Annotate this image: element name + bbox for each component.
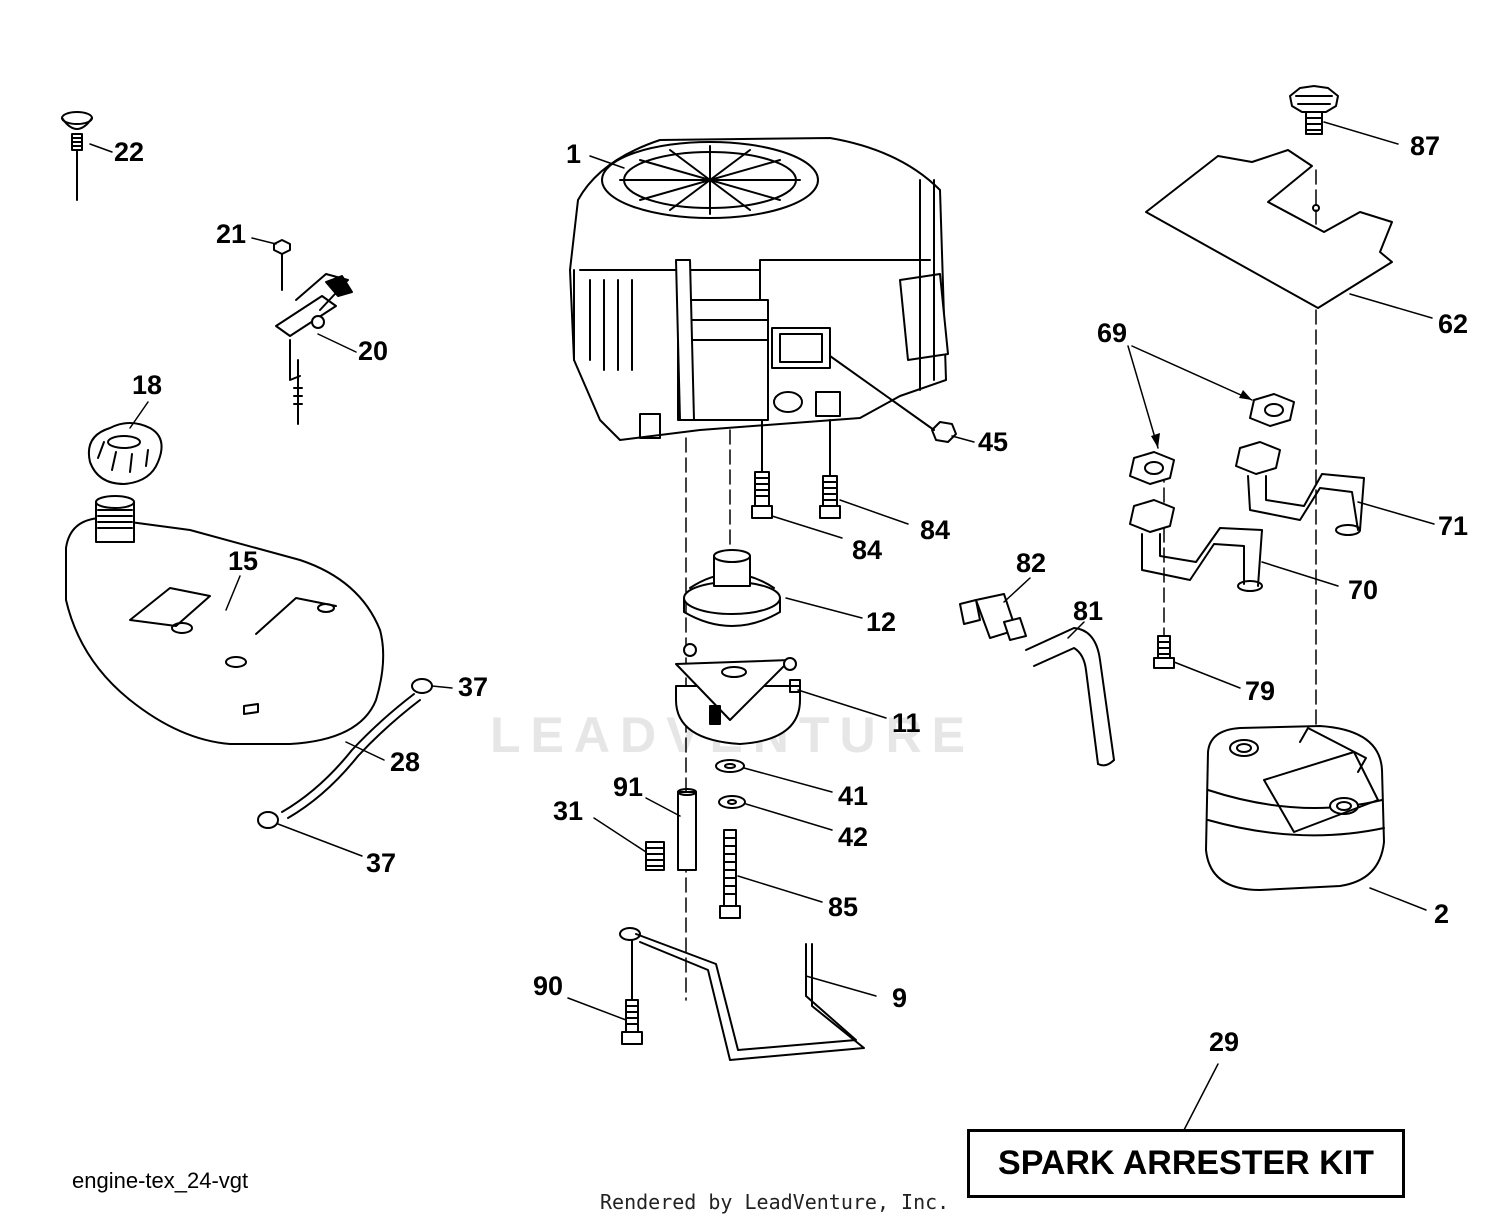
part-90-bolt bbox=[621, 939, 643, 1045]
callout-1: 1 bbox=[566, 139, 582, 169]
callout-18: 18 bbox=[132, 370, 163, 400]
callout-82: 82 bbox=[1016, 548, 1047, 578]
part-37-clamp-lower bbox=[257, 811, 279, 829]
callout-71: 71 bbox=[1438, 511, 1469, 541]
callout-12: 12 bbox=[866, 607, 897, 637]
callout-62: 62 bbox=[1438, 309, 1469, 339]
part-85-bolt bbox=[719, 829, 741, 919]
part-37-clamp-upper bbox=[411, 678, 433, 694]
part-1-engine bbox=[569, 137, 949, 441]
callout-45: 45 bbox=[978, 427, 1009, 457]
callout-70: 70 bbox=[1348, 575, 1379, 605]
callout-28: 28 bbox=[390, 747, 421, 777]
part-71-exhaust-pipe bbox=[1235, 441, 1365, 536]
part-70-exhaust-pipe bbox=[1129, 499, 1263, 592]
part-9-rod bbox=[619, 927, 865, 1061]
part-69-gasket-left bbox=[1129, 451, 1175, 485]
callout-90: 90 bbox=[533, 971, 564, 1001]
callout-87: 87 bbox=[1410, 131, 1441, 161]
callout-42: 42 bbox=[838, 822, 869, 852]
callout-31: 31 bbox=[553, 796, 584, 826]
spark-arrester-kit-box: SPARK ARRESTER KIT bbox=[967, 1129, 1405, 1198]
part-82-fitting bbox=[959, 593, 1027, 641]
part-62-heat-shield bbox=[1145, 149, 1393, 309]
part-42-washer bbox=[718, 795, 746, 809]
callout-81: 81 bbox=[1073, 596, 1104, 626]
callout-69: 69 bbox=[1097, 318, 1128, 348]
part-28-fuel-line bbox=[281, 693, 421, 819]
diagram-id: engine-tex_24-vgt bbox=[72, 1168, 249, 1193]
part-18-fuel-cap bbox=[88, 422, 163, 485]
part-22-dipstick-plug bbox=[61, 111, 93, 201]
callout-37-lower: 37 bbox=[366, 848, 397, 878]
part-84-bolt-left bbox=[751, 419, 773, 519]
callout-9: 9 bbox=[892, 983, 908, 1013]
part-81-hose bbox=[1025, 627, 1115, 767]
callout-21: 21 bbox=[216, 219, 247, 249]
leader-lines bbox=[89, 121, 1435, 1131]
part-2-muffler bbox=[1205, 725, 1385, 891]
part-31-insert bbox=[645, 841, 665, 871]
callout-84-right: 84 bbox=[920, 515, 951, 545]
part-11-pto-clutch bbox=[675, 643, 801, 745]
part-79-bolt bbox=[1153, 635, 1175, 669]
part-91-spacer bbox=[677, 788, 697, 871]
callout-79: 79 bbox=[1245, 676, 1276, 706]
part-20-throttle-lever bbox=[275, 273, 353, 425]
callout-84-left: 84 bbox=[852, 535, 883, 565]
render-credit: Rendered by LeadVenture, Inc. bbox=[600, 1190, 950, 1214]
part-87-knob bbox=[1289, 85, 1339, 135]
part-41-washer bbox=[715, 759, 745, 773]
callout-37-upper: 37 bbox=[458, 672, 489, 702]
callout-29: 29 bbox=[1209, 1027, 1240, 1057]
part-84-bolt-right bbox=[819, 419, 841, 519]
callout-85: 85 bbox=[828, 892, 859, 922]
part-21-bolt bbox=[273, 239, 291, 291]
callout-20: 20 bbox=[358, 336, 389, 366]
part-15-fuel-tank bbox=[65, 495, 385, 745]
callout-15: 15 bbox=[228, 546, 259, 576]
callout-2: 2 bbox=[1434, 899, 1450, 929]
part-12-pulley bbox=[683, 549, 781, 627]
callout-11: 11 bbox=[892, 708, 921, 738]
callout-41: 41 bbox=[838, 781, 869, 811]
callout-22: 22 bbox=[114, 137, 145, 167]
part-45-nut bbox=[829, 355, 957, 443]
part-69-gasket-right bbox=[1249, 393, 1295, 427]
callout-91: 91 bbox=[613, 772, 644, 802]
leader-arrowheads bbox=[1151, 390, 1252, 448]
